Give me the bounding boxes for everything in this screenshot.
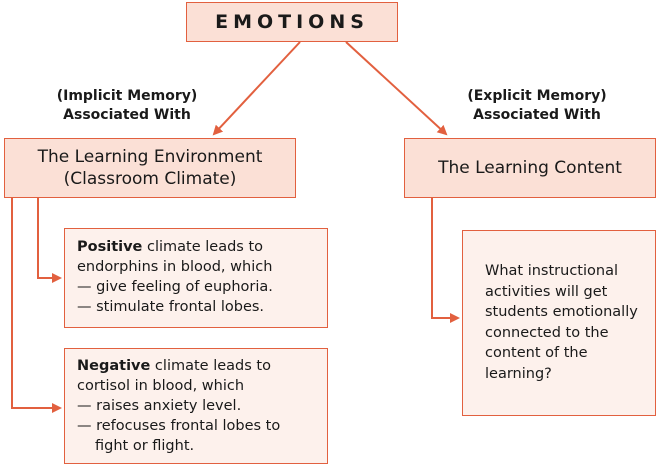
negative-climate-box: Negative climate leads to cortisol in bl… [64, 348, 328, 464]
arrow-title-to-content [345, 41, 448, 136]
positive-bullet-2: — stimulate frontal lobes. [77, 299, 265, 315]
positive-lead: Positive climate leads to [77, 237, 327, 257]
question-line-5: content of the [485, 345, 588, 361]
explicit-memory-label: (Explicit Memory) Associated With [452, 87, 622, 125]
question-line-3: students emotionally [485, 304, 638, 320]
negative-line-2: cortisol in blood, which [77, 378, 245, 394]
positive-lead-rest: climate leads to [142, 239, 264, 255]
implicit-label-line-1: (Implicit Memory) [56, 88, 198, 104]
positive-lead-bold: Positive [77, 239, 143, 255]
positive-climate-box: Positive climate leads to endorphins in … [64, 228, 328, 328]
positive-line-2: endorphins in blood, which [77, 259, 273, 275]
explicit-label-line-1: (Explicit Memory) [467, 88, 607, 104]
negative-bullet-1: — raises anxiety level. [77, 398, 242, 414]
question-line-4: connected to the [485, 324, 609, 341]
explicit-label-line-2: Associated With [473, 107, 601, 123]
arrow-content-to-question [431, 198, 460, 323]
negative-bullet-2-cont: fight or flight. [95, 438, 195, 454]
instructional-question-box: What instructional activities will get s… [462, 230, 656, 416]
question-line-1: What instructional [485, 263, 618, 279]
content-box-text: The Learning Content [438, 158, 622, 178]
negative-lead-bold: Negative [77, 358, 151, 374]
environment-line-2: (Classroom Climate) [63, 169, 237, 189]
learning-environment-box: The Learning Environment (Classroom Clim… [4, 138, 296, 198]
implicit-memory-label: (Implicit Memory) Associated With [42, 87, 212, 125]
implicit-label-line-2: Associated With [63, 107, 191, 123]
negative-lead: Negative climate leads to [77, 356, 327, 376]
question-line-6: learning? [485, 365, 552, 382]
arrow-environment-to-negative [11, 198, 62, 413]
arrow-title-to-environment-diag [212, 41, 301, 136]
negative-bullet-2: — refocuses frontal lobes to [77, 418, 281, 434]
question-line-2: activities will get [485, 283, 608, 300]
learning-content-box: The Learning Content [404, 138, 656, 198]
emotions-title-box: EMOTIONS [186, 2, 398, 42]
arrow-environment-to-positive [37, 198, 62, 283]
positive-bullet-1: — give feeling of euphoria. [77, 279, 273, 295]
environment-line-1: The Learning Environment [37, 147, 263, 167]
negative-lead-rest: climate leads to [150, 358, 271, 374]
emotions-title: EMOTIONS [215, 11, 369, 33]
